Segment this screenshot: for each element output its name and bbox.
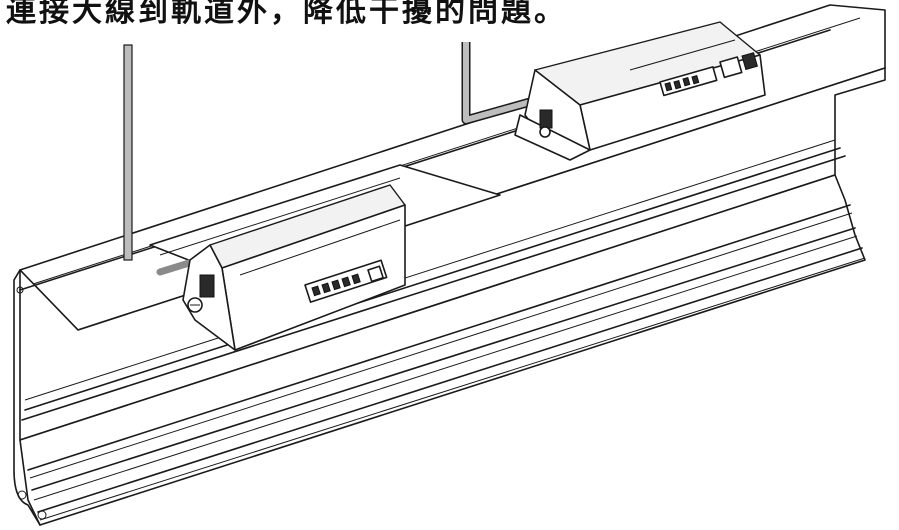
- antenna-cable-right: [461, 42, 532, 125]
- rail-end-profile: [13, 269, 41, 526]
- control-box-front: [182, 184, 406, 351]
- connector-pins-front: [311, 265, 384, 297]
- control-box-rear: [514, 21, 766, 161]
- connector-pins-rear: [659, 52, 759, 97]
- rail-lower-extrusion: [19, 174, 866, 526]
- caption-text: 連接大線到軌道外，降低干擾的問題。: [6, 0, 567, 29]
- box-rear-base: [514, 114, 591, 161]
- mounting-clip-front: [199, 274, 215, 298]
- mounting-clip-rear: [539, 109, 553, 129]
